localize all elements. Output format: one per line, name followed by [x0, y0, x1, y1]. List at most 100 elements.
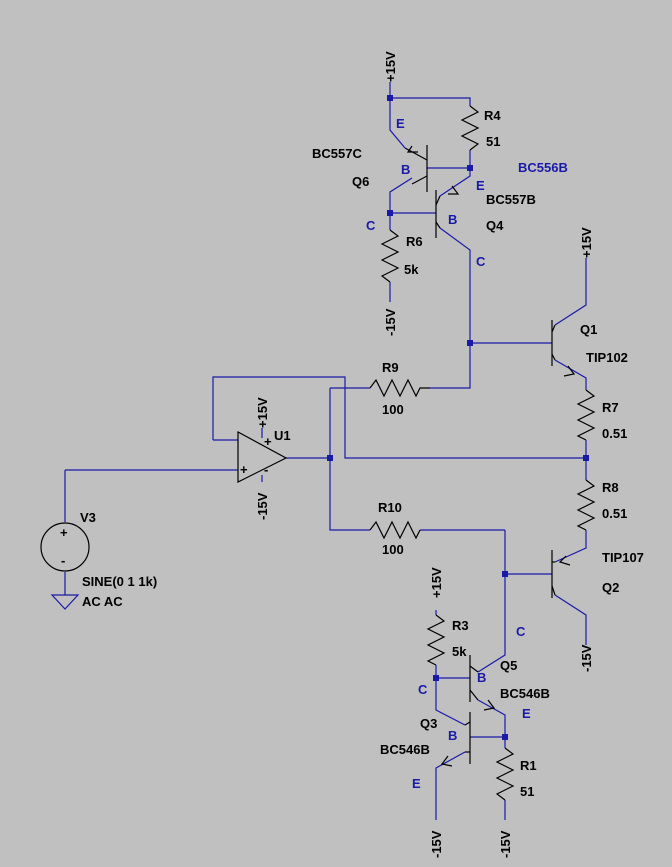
r10-value: 100	[382, 542, 404, 557]
r4-value: 51	[486, 134, 500, 149]
transistor-q6	[404, 145, 428, 192]
wire-q2-emitter	[554, 530, 587, 563]
junction	[502, 734, 508, 740]
r6-value: 5k	[404, 262, 419, 277]
ground-icon	[50, 594, 80, 610]
transistor-q5	[469, 655, 496, 711]
pin-label-q4-e: E	[476, 178, 485, 193]
r6-ref: R6	[406, 234, 423, 249]
supply-label-q2: -15V	[579, 644, 594, 672]
transistor-q2	[551, 550, 571, 598]
source-v3: + -	[40, 522, 90, 572]
transistor-q1	[551, 320, 576, 377]
junction	[387, 210, 393, 216]
v3-minus-label: -	[61, 553, 65, 568]
supply-label-q3: -15V	[429, 830, 444, 858]
wire-u1-bus	[329, 388, 370, 531]
q2-ref: Q2	[602, 580, 619, 595]
pin-label-q5-b: B	[477, 670, 486, 685]
pin-label-q3-e: E	[412, 776, 421, 791]
wire-q4-emitter	[439, 168, 471, 197]
supply-label-r3: +15V	[429, 567, 444, 598]
resistor-r6	[380, 229, 400, 283]
v3-ref: V3	[80, 510, 96, 525]
u1-plus-label: +	[240, 462, 248, 477]
supply-label-u1-pos: +15V	[255, 397, 270, 428]
r4-ref: R4	[484, 108, 501, 123]
q6-ref: Q6	[352, 174, 369, 189]
pin-label-q4-c: C	[476, 254, 486, 269]
r3-ref: R3	[452, 618, 469, 633]
junction	[387, 95, 393, 101]
resistor-r9	[369, 378, 430, 398]
transistor-q3	[440, 712, 471, 767]
resistor-r1	[495, 747, 515, 801]
resistor-r8	[576, 479, 596, 531]
junction	[433, 675, 439, 681]
q5-ref: Q5	[500, 658, 517, 673]
junction	[327, 455, 333, 461]
pin-label-q5-e: E	[522, 706, 531, 721]
v3-ac: AC AC	[82, 594, 123, 609]
wire-q2-collector	[554, 594, 587, 645]
q3-model: BC546B	[380, 742, 430, 757]
q1-ref: Q1	[580, 322, 597, 337]
pin-label-q3-c: C	[418, 682, 428, 697]
junction	[502, 571, 508, 577]
wire-top-rail	[390, 97, 471, 106]
r7-value: 0.51	[602, 426, 627, 441]
supply-label-top: +15V	[383, 51, 398, 82]
q1-model: TIP102	[586, 350, 628, 365]
wire-q3-collector	[435, 665, 466, 726]
u1-minus-label: -	[264, 462, 268, 477]
pin-label-q4-b: B	[448, 212, 457, 227]
wire-q6-emitter	[389, 98, 406, 149]
v3-spec: SINE(0 1 1k)	[82, 574, 157, 589]
supply-label-q1: +15V	[579, 227, 594, 258]
v3-plus-label: +	[60, 525, 68, 540]
r9-ref: R9	[382, 360, 399, 375]
q3-ref: Q3	[420, 716, 437, 731]
q6-model: BC557C	[312, 146, 362, 161]
pin-label-q5-c: C	[516, 624, 526, 639]
pin-label-q6-c: C	[366, 218, 376, 233]
r3-value: 5k	[452, 644, 467, 659]
opamp-u1: + - +	[237, 430, 288, 483]
resistor-r7	[576, 389, 596, 441]
wire-q6-collector	[389, 177, 413, 213]
junction	[467, 340, 473, 346]
q5-model: BC546B	[500, 686, 550, 701]
pin-label-q6-b: B	[401, 162, 410, 177]
wire-q1-collector	[554, 258, 587, 326]
resistor-r10	[369, 520, 421, 540]
supply-label-u1-neg: -15V	[255, 492, 270, 520]
junction	[467, 165, 473, 171]
u1-plus-rail: +	[264, 434, 272, 449]
transistor-q4	[435, 185, 460, 238]
supply-label-r1: -15V	[498, 830, 513, 858]
r7-ref: R7	[602, 400, 619, 415]
r1-ref: R1	[520, 758, 537, 773]
note-bc556b: BC556B	[518, 160, 568, 175]
wire-q5-emitter	[477, 699, 506, 748]
pin-label-q6-e: E	[396, 116, 405, 131]
r8-value: 0.51	[602, 506, 627, 521]
wire-q4-collector	[430, 227, 471, 389]
supply-label-r6: -15V	[383, 308, 398, 336]
resistor-r3	[426, 614, 446, 666]
q2-model: TIP107	[602, 550, 644, 565]
wire-q3-emitter	[435, 751, 466, 820]
q4-ref: Q4	[486, 218, 504, 233]
junction	[583, 455, 589, 461]
r8-ref: R8	[602, 480, 619, 495]
pin-label-q3-b: B	[448, 728, 457, 743]
q4-model: BC557B	[486, 192, 536, 207]
resistor-r4	[460, 105, 480, 151]
wire-q1-emitter	[554, 359, 587, 390]
r9-value: 100	[382, 402, 404, 417]
u1-ref: U1	[274, 428, 291, 443]
r10-ref: R10	[378, 500, 402, 515]
r1-value: 51	[520, 784, 534, 799]
wire-feedback	[212, 376, 586, 459]
